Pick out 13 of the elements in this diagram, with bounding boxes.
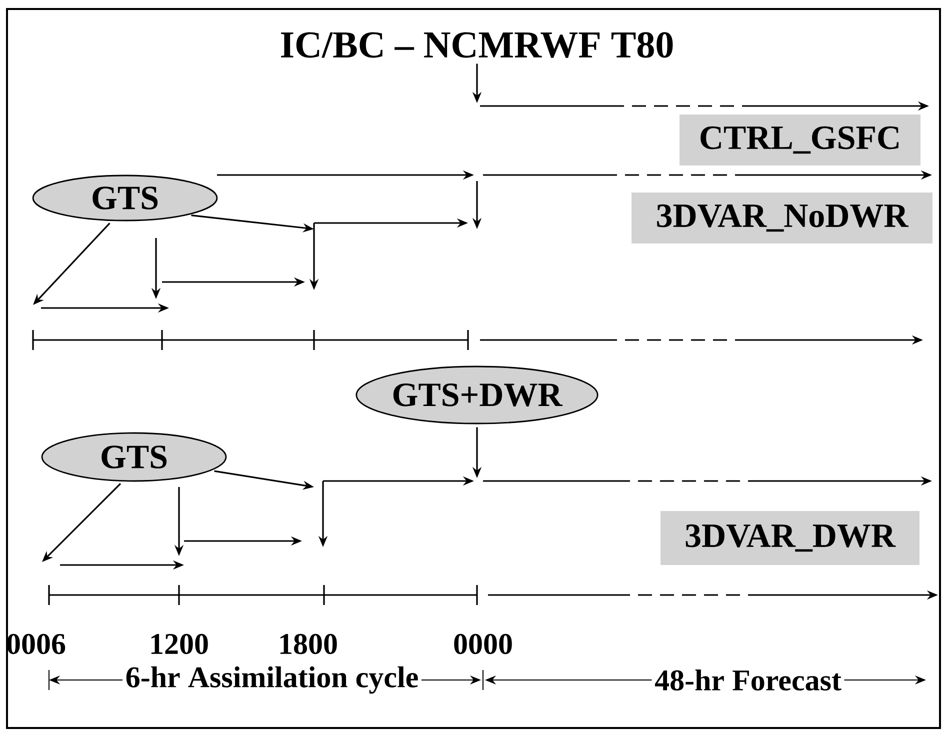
label-box: 3DVAR_DWR [660, 511, 920, 565]
dimension-label: 6-hr Assimilation cycle [126, 666, 418, 694]
time-label: 0000 [454, 634, 512, 654]
title-text: IC/BC – NCMRWF T80 [281, 32, 673, 58]
time-label: 1200 [151, 634, 208, 654]
oval-box: GTS+DWR [356, 366, 598, 424]
label-box: 3DVAR_NoDWR [632, 192, 932, 244]
oval-box: GTS [32, 174, 218, 222]
dimension-label: 48-hr Forecast [654, 669, 842, 691]
label-box: CTRL_GSFC [680, 114, 920, 166]
oval-box: GTS [41, 432, 227, 482]
time-label: 0006 [7, 634, 66, 654]
time-label: 1800 [280, 634, 337, 654]
